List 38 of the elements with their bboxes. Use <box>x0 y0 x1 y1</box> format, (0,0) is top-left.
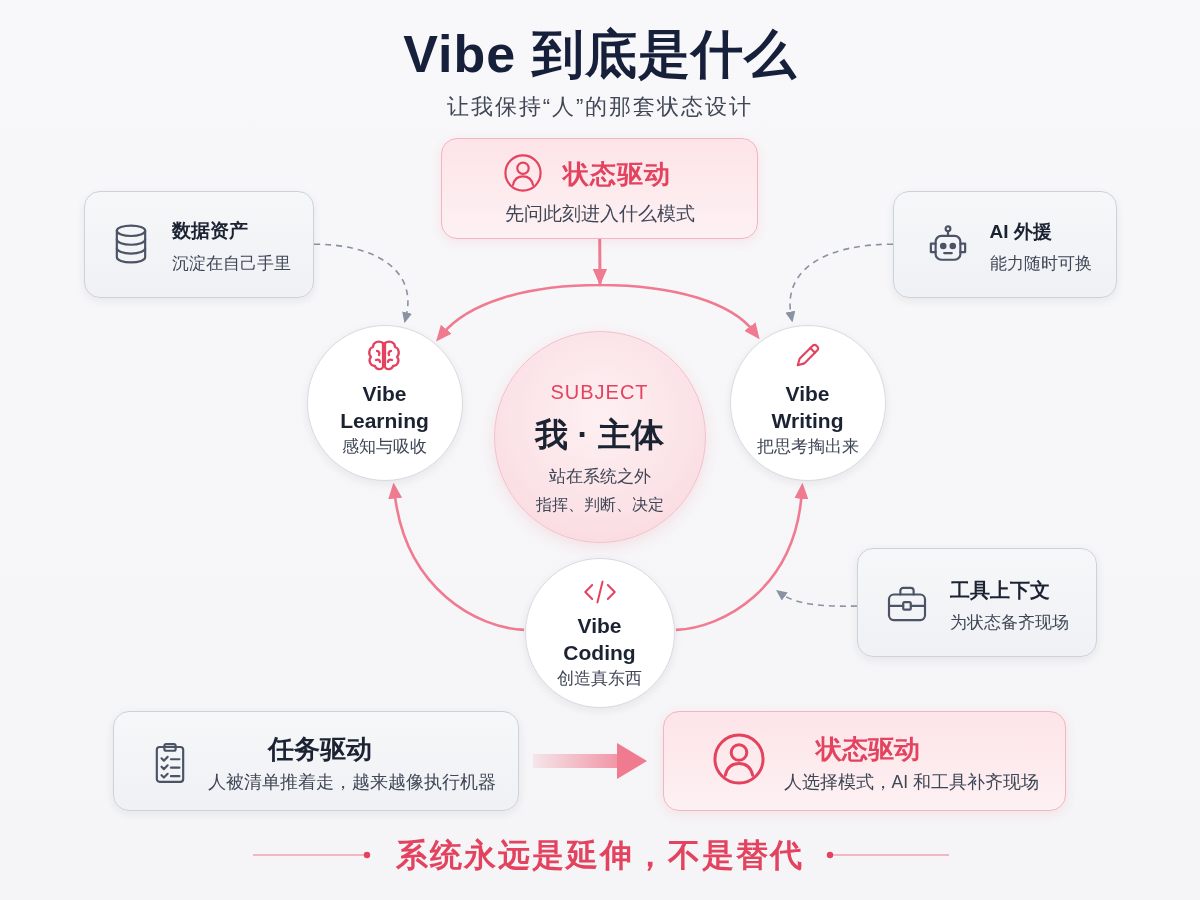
circle-text: 创造真东西 <box>557 667 642 688</box>
card-title: 任务驱动 <box>267 732 372 766</box>
card-text: 先问此刻进入什么模式 <box>504 201 695 225</box>
title: Vibe 到底是什么 <box>403 24 797 85</box>
dashed-arrow <box>775 590 858 607</box>
info-card <box>84 191 314 298</box>
info-card <box>113 711 519 811</box>
circle-text: 把思考掏出来 <box>756 435 859 456</box>
card-title: 状态驱动 <box>815 732 920 766</box>
dashed-arrow <box>313 243 412 324</box>
arrow <box>675 482 808 632</box>
dashed-arrow <box>785 243 894 323</box>
arrow <box>388 482 525 632</box>
info-card <box>857 548 1097 657</box>
card-text: 能力随时可换 <box>989 252 1092 275</box>
arrow <box>593 239 760 339</box>
circle-text: 指挥、判断、决定 <box>535 494 664 514</box>
card-title: AI 外援 <box>989 219 1052 243</box>
circle-title: 我 · 主体 <box>535 414 664 454</box>
card-text: 人被清单推着走，越来越像执行机器 <box>207 770 496 793</box>
block-arrow <box>533 743 647 779</box>
caption: 系统永远是延伸，不是替代 <box>396 836 804 875</box>
card-text: 人选择模式，AI 和工具补齐现场 <box>783 770 1039 793</box>
info-card <box>893 191 1117 298</box>
circle-label: SUBJECT <box>550 379 649 405</box>
circle-title: Vibe Coding <box>563 612 636 666</box>
highlight-card <box>441 138 758 239</box>
circle-text: 感知与吸收 <box>342 435 427 456</box>
highlight-card <box>663 711 1066 811</box>
card-text: 为状态备齐现场 <box>949 611 1069 634</box>
card-title: 数据资产 <box>171 218 248 242</box>
circle-title: Vibe Learning <box>340 380 429 434</box>
circle-text: 站在系统之外 <box>548 465 651 488</box>
circle-title: Vibe Writing <box>771 380 844 434</box>
card-title: 状态驱动 <box>562 157 671 191</box>
card-text: 沉淀在自己手里 <box>171 252 291 275</box>
card-title: 工具上下文 <box>949 577 1050 603</box>
subtitle: 让我保持“人”的那套状态设计 <box>446 92 754 121</box>
